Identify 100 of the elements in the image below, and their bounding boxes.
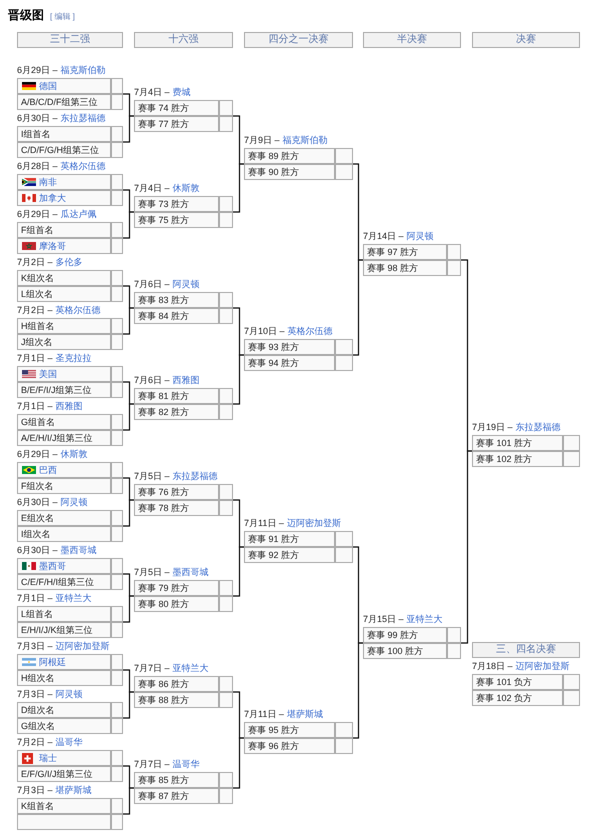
team-row	[472, 690, 580, 706]
bracket-line	[123, 403, 134, 431]
match-date: 7月2日 –	[17, 257, 53, 267]
venue-link: 福克斯伯勒	[60, 65, 106, 75]
team-name: H组次名	[21, 672, 54, 685]
team-name: 赛事 75 胜方	[138, 214, 190, 227]
team-row	[17, 94, 123, 110]
team-name: F组次名	[21, 480, 54, 493]
venue-link: 堪萨斯城	[286, 709, 323, 719]
venue-link: 亚特兰大	[56, 593, 92, 603]
team-name: 赛事 82 胜方	[138, 406, 190, 419]
match-date: 7月18日 –	[472, 661, 513, 671]
team-row	[244, 738, 353, 754]
venue-link: 迈阿密加登斯	[516, 661, 570, 671]
bracket-line	[233, 354, 244, 405]
team-row	[244, 164, 353, 180]
team-name: 赛事 94 胜方	[248, 357, 300, 370]
team-name: 赛事 73 胜方	[138, 198, 190, 211]
venue-link: 英格尔伍德	[60, 161, 106, 171]
team-name: 美国	[39, 368, 57, 381]
team-name: 赛事 76 胜方	[138, 486, 190, 499]
team-name: 赛事 91 胜方	[248, 533, 300, 546]
edit-link: [ 编辑 ]	[50, 12, 75, 22]
bracket-line	[123, 115, 134, 143]
match-date: 6月30日 –	[17, 497, 58, 507]
team-name: 南非	[39, 176, 57, 189]
team-name: 赛事 87 胜方	[138, 790, 190, 803]
match-date: 7月10日 –	[244, 326, 285, 336]
round-header: 三、四名决赛	[472, 642, 580, 658]
team-row	[17, 190, 123, 206]
venue-link: 温哥华	[172, 759, 200, 769]
team-row	[17, 798, 123, 814]
team-row	[17, 574, 123, 590]
team-row	[363, 627, 461, 643]
team-row	[17, 334, 123, 350]
match-date: 7月1日 –	[17, 353, 53, 363]
team-row	[17, 286, 123, 302]
round-header: 决赛	[472, 32, 580, 48]
team-name: E组次名	[21, 512, 54, 525]
team-row	[17, 78, 123, 94]
team-name: C/E/F/H/I组第三位	[21, 576, 94, 589]
bracket-line	[123, 211, 134, 239]
team-row	[17, 430, 123, 446]
match-date: 6月30日 –	[17, 545, 58, 555]
match-date: 7月3日 –	[17, 785, 53, 795]
team-name: B/E/F/I/J组第三位	[21, 384, 92, 397]
bracket-line	[233, 737, 244, 789]
team-name: C/D/F/G/H组第三位	[21, 144, 99, 157]
team-name: 赛事 83 胜方	[138, 294, 190, 307]
team-name: 赛事 100 胜方	[367, 645, 424, 658]
team-row	[244, 148, 353, 164]
team-row	[17, 366, 123, 382]
venue-link: 东拉瑟福德	[172, 471, 218, 481]
match-date: 7月11日 –	[244, 709, 284, 719]
team-row	[134, 116, 233, 132]
venue-link: 东拉瑟福德	[60, 113, 106, 123]
team-row	[17, 654, 123, 670]
team-name: 赛事 78 胜方	[138, 502, 190, 515]
team-row	[134, 596, 233, 612]
round-header: 四分之一决赛	[244, 32, 353, 48]
team-row	[17, 670, 123, 686]
team-row	[17, 318, 123, 334]
team-name: G组首名	[21, 416, 56, 429]
team-name: 墨西哥	[39, 560, 66, 573]
team-name: 赛事 79 胜方	[138, 582, 190, 595]
venue-link: 迈阿密加登斯	[56, 641, 110, 651]
team-name: 赛事 101 负方	[476, 676, 532, 689]
team-name: 赛事 84 胜方	[138, 310, 190, 323]
team-row	[17, 238, 123, 254]
team-row	[134, 100, 233, 116]
team-row	[17, 382, 123, 398]
match-date: 7月14日 –	[363, 231, 404, 241]
team-name: K组次名	[21, 272, 54, 285]
match-date: 7月2日 –	[17, 305, 53, 315]
team-row	[17, 414, 123, 430]
match-date: 6月29日 –	[17, 449, 58, 459]
team-row	[17, 750, 123, 766]
match-date: 7月7日 –	[134, 663, 170, 673]
match-date: 7月7日 –	[134, 759, 170, 769]
team-name: 赛事 99 胜方	[367, 629, 418, 642]
match-date: 7月19日 –	[472, 422, 513, 432]
match-date: 7月3日 –	[17, 641, 53, 651]
team-row	[134, 692, 233, 708]
match-date: 7月6日 –	[134, 375, 170, 385]
team-name: E/H/I/J/K组第三位	[21, 624, 93, 637]
team-name: L组首名	[21, 608, 54, 621]
bracket-line	[123, 787, 134, 815]
team-row	[17, 622, 123, 638]
team-name: 赛事 102 胜方	[476, 453, 532, 466]
team-name: I组首名	[21, 128, 51, 141]
team-row	[134, 196, 233, 212]
team-row	[17, 510, 123, 526]
venue-link: 英格尔伍德	[56, 305, 101, 315]
team-name: D组次名	[21, 704, 54, 717]
team-row	[17, 702, 123, 718]
team-row	[17, 766, 123, 782]
venue-link: 休斯敦	[60, 449, 88, 459]
match-date: 6月30日 –	[17, 113, 58, 123]
team-row	[17, 526, 123, 542]
venue-link: 迈阿密加登斯	[286, 518, 341, 528]
